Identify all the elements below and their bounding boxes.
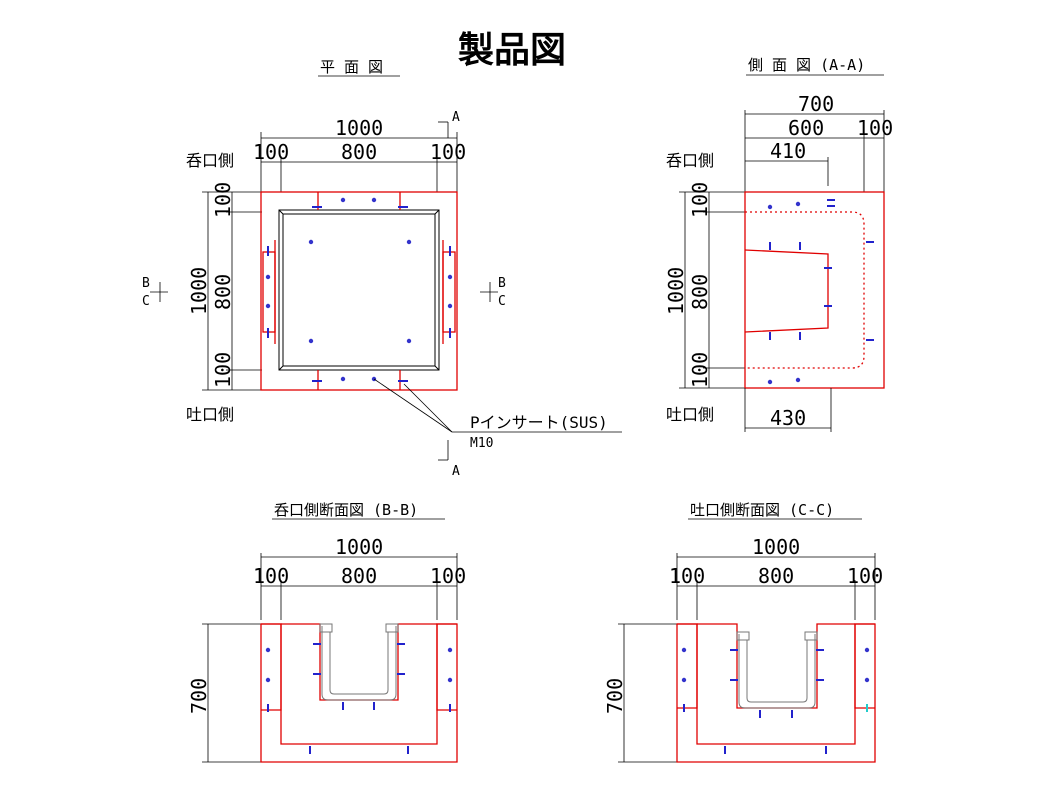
- plan-dim-mid: 800: [341, 140, 377, 164]
- bb-dim-mid: 800: [341, 564, 377, 588]
- plan-dim-total: 1000: [335, 116, 383, 140]
- section-a-bottom: A: [452, 464, 460, 479]
- drawing-title: 製品図: [458, 30, 566, 71]
- plan-vdim-top: 100: [211, 182, 235, 218]
- side-dim-410: 410: [770, 139, 806, 163]
- cc-dim-total: 1000: [752, 535, 800, 559]
- bb-dim-total: 1000: [335, 535, 383, 559]
- section-b-right: B: [498, 276, 506, 291]
- bb-u-channel-outer: [321, 626, 397, 701]
- insert-label: Pインサート(SUS): [470, 413, 608, 432]
- side-inner-channel: [744, 249, 829, 333]
- side-view: 側 面 図 (A-A) 700 600 100 410 1000 100 800…: [664, 56, 893, 432]
- cc-dim-mid: 800: [758, 564, 794, 588]
- plan-dim-left: 100: [253, 140, 289, 164]
- section-a-top: A: [452, 110, 460, 125]
- side-dim-total: 700: [798, 92, 834, 116]
- side-dim-430: 430: [770, 406, 806, 430]
- bb-channel-seat: [281, 623, 437, 701]
- cc-channel-seat: [697, 623, 855, 709]
- plan-vdim-total: 1000: [187, 267, 211, 315]
- plan-inlet-label: 呑口側: [186, 151, 234, 170]
- section-bb-view: 呑口側断面図 (B-B) 1000 100 800 100 700: [187, 501, 466, 763]
- side-dim-100: 100: [857, 116, 893, 140]
- side-outlet-label: 吐口側: [666, 405, 714, 424]
- bb-dim-right: 100: [430, 564, 466, 588]
- plan-left-opening: [262, 251, 276, 333]
- plan-view: 平 面 図 1000 100 800 100 1000 100 800 100 …: [142, 58, 622, 479]
- section-c-right: C: [498, 294, 506, 309]
- side-vdim-total: 1000: [664, 267, 688, 315]
- plan-outlet-opening: [317, 370, 401, 390]
- plan-view-title: 平 面 図: [320, 58, 383, 76]
- side-dim-600: 600: [788, 116, 824, 140]
- plan-right-opening: [442, 251, 456, 333]
- bb-inserts: [265, 643, 453, 754]
- section-cc-view: 吐口側断面図 (C-C) 1000 100 800 100 700: [603, 501, 883, 763]
- side-vdim-mid: 800: [688, 274, 712, 310]
- cc-u-channel-inner: [746, 640, 808, 703]
- section-bb-title: 呑口側断面図 (B-B): [274, 501, 418, 519]
- side-hidden-inner: [745, 211, 865, 369]
- bb-dim-left: 100: [253, 564, 289, 588]
- insert-size: M10: [470, 436, 493, 451]
- side-vdim-top: 100: [688, 182, 712, 218]
- side-outer-body: [744, 191, 885, 389]
- side-vdim-bot: 100: [688, 352, 712, 388]
- section-c-left: C: [142, 294, 150, 309]
- plan-inlet-opening: [317, 192, 401, 210]
- cc-inserts: [681, 647, 870, 754]
- cc-dim-height: 700: [603, 678, 627, 714]
- bb-dim-height: 700: [187, 678, 211, 714]
- plan-outlet-label: 吐口側: [186, 405, 234, 424]
- plan-inserts: [265, 197, 453, 382]
- cc-u-channel-outer: [738, 634, 816, 709]
- cc-outer-body: [676, 623, 876, 763]
- plan-frame-inner: [282, 213, 436, 367]
- side-inlet-label: 呑口側: [666, 151, 714, 170]
- section-b-left: B: [142, 276, 150, 291]
- cc-dim-right: 100: [847, 564, 883, 588]
- plan-outer-body: [260, 191, 458, 391]
- bb-outer-body: [260, 623, 458, 763]
- bb-u-channel-inner: [329, 632, 389, 695]
- plan-dim-right: 100: [430, 140, 466, 164]
- side-inserts: [767, 199, 874, 385]
- side-view-title: 側 面 図 (A-A): [748, 56, 865, 74]
- plan-vdim-bot: 100: [211, 352, 235, 388]
- cc-dim-left: 100: [669, 564, 705, 588]
- plan-frame-outer: [278, 209, 440, 371]
- plan-vdim-mid: 800: [211, 274, 235, 310]
- section-cc-title: 吐口側断面図 (C-C): [690, 501, 834, 519]
